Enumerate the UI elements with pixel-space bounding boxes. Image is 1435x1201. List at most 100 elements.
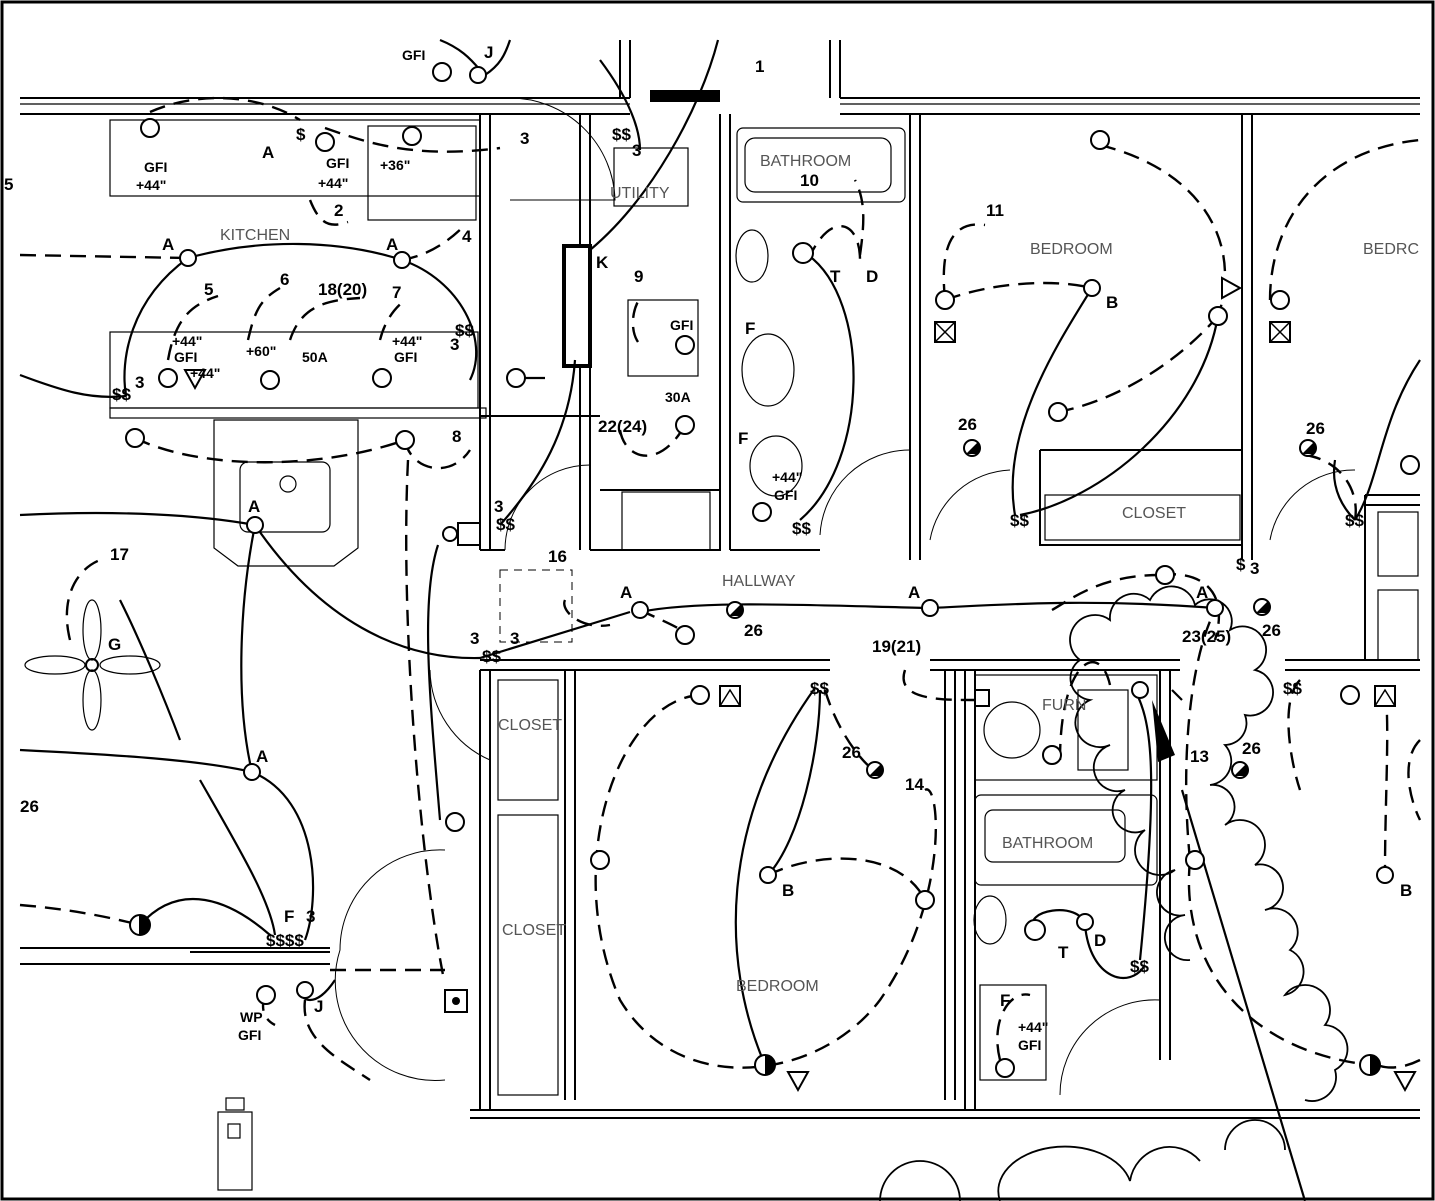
circuit-label: 3: [520, 129, 529, 148]
device-notes: GFI +44" GFI +44" +36" GFI +44" GFI +44"…: [4, 47, 1364, 1053]
fixture-tag: T: [1058, 943, 1069, 962]
switch-symbol: $: [1236, 555, 1246, 574]
amp-note: 30A: [665, 389, 691, 405]
circuit-label: 23(25): [1182, 627, 1231, 646]
room-label-closet-left-1: CLOSET: [498, 717, 562, 734]
circuit-label: 26: [744, 621, 763, 640]
fixture-tag: F: [738, 429, 748, 448]
circuit-labels: 1 2 3 3 4 5 6 18(20) 7 8 9 10 11 13 14 1…: [20, 57, 1325, 816]
fixture-tag: A: [1196, 583, 1208, 602]
circuit-label: 17: [110, 545, 129, 564]
room-labels: KITCHEN UTILITY BATHROOM BEDROOM BEDRC C…: [220, 153, 1419, 995]
circuit-label: 19(21): [872, 637, 921, 656]
height-note: +44": [772, 469, 802, 485]
fixture-tag: B: [1400, 881, 1412, 900]
fixture-type-labels: A A A A A A A A B B B D D F F F F G J J …: [108, 43, 1412, 1016]
gfi-note: GFI: [174, 349, 197, 365]
walls: [20, 40, 1420, 1191]
switch-note: 3: [450, 335, 459, 354]
fixture-tag: B: [782, 881, 794, 900]
switch-symbol: $: [296, 125, 306, 144]
switch-symbol: $$: [612, 125, 631, 144]
switch-symbol: $$: [792, 519, 811, 538]
fixture-tag: D: [866, 267, 878, 286]
switch-note: 3: [306, 907, 315, 926]
circuit-label: 13: [1190, 747, 1209, 766]
room-label-closet-left-2: CLOSET: [502, 922, 566, 939]
fixture-tag: D: [1094, 931, 1106, 950]
switch-note: 3: [494, 497, 503, 516]
height-note: +44": [172, 333, 202, 349]
switch-note: 3: [135, 373, 144, 392]
switch-symbol: $$: [1130, 957, 1149, 976]
room-label-hallway: HALLWAY: [722, 573, 796, 590]
switch-symbol: $$$$: [266, 931, 304, 950]
door-swings: [334, 97, 1356, 1096]
switch-symbol: $$: [455, 321, 474, 340]
circuit-label: 26: [958, 415, 977, 434]
fixtures: [24, 62, 1420, 1093]
circuit-label: 5: [204, 280, 213, 299]
gfi-note: GFI: [670, 317, 693, 333]
circuit-label: 26: [1306, 419, 1325, 438]
circuit-label: 1: [755, 57, 764, 76]
fixture-tag: T: [830, 267, 841, 286]
gfi-note: GFI: [774, 487, 797, 503]
switch-symbol: $$: [482, 647, 501, 666]
gfi-note: GFI: [326, 155, 349, 171]
height-note: +44": [392, 333, 422, 349]
room-label-bathroom-bottom: BATHROOM: [1002, 835, 1093, 852]
switch-note: 3: [470, 629, 479, 648]
switch-symbol: $$: [496, 515, 515, 534]
gfi-note: GFI: [394, 349, 417, 365]
height-note: +44": [190, 365, 220, 381]
switch-symbol: $$: [112, 385, 131, 404]
switch-symbol: $$: [1345, 511, 1364, 530]
fixture-tag: F: [284, 907, 294, 926]
circuit-label: 26: [20, 797, 39, 816]
fixture-tag: A: [908, 583, 920, 602]
circuit-label: 4: [462, 227, 472, 246]
fixture-tag: A: [620, 583, 632, 602]
room-label-closet-top: CLOSET: [1122, 505, 1186, 522]
circuit-label: 26: [1262, 621, 1281, 640]
fixture-tag: B: [1106, 293, 1118, 312]
amp-note: 50A: [302, 349, 328, 365]
circuit-label: 16: [548, 547, 567, 566]
gfi-note: GFI: [144, 159, 167, 175]
gfi-note: GFI: [1018, 1037, 1041, 1053]
circuit-label: 6: [280, 270, 289, 289]
circuit-label: 26: [842, 743, 861, 762]
height-note: +44": [1018, 1019, 1048, 1035]
fixture-tag: J: [314, 997, 323, 1016]
circuit-label: 2: [334, 201, 343, 220]
room-label-bedroom-bottom: BEDROOM: [736, 978, 819, 995]
height-note: +44": [136, 177, 166, 193]
height-note: +36": [380, 157, 410, 173]
gfi-note: GFI: [238, 1027, 261, 1043]
circuit-label: 7: [392, 283, 401, 302]
circuit-label: 14: [905, 775, 924, 794]
switch-symbol: $$: [1010, 511, 1029, 530]
room-label-bathroom-top: BATHROOM: [760, 153, 851, 170]
fixture-tag: F: [1000, 991, 1010, 1010]
fixture-tag: A: [256, 747, 268, 766]
switch-legs: [19, 38, 1421, 1201]
room-label-bedroom-top: BEDROOM: [1030, 241, 1113, 258]
fixture-tag: A: [162, 235, 174, 254]
fixture-tag: A: [262, 143, 274, 162]
switch-symbol: $$: [1283, 679, 1302, 698]
room-label-utility: UTILITY: [610, 185, 670, 202]
circuit-label: 10: [800, 171, 819, 190]
circuit-label: 11: [986, 201, 1004, 220]
fixture-tag: J: [484, 43, 493, 62]
fixture-tag: A: [386, 235, 398, 254]
fixture-tag: G: [108, 635, 121, 654]
height-note: +60": [246, 343, 276, 359]
circuit-label: 22(24): [598, 417, 647, 436]
circuit-label: 8: [452, 427, 461, 446]
circuit-label: 18(20): [318, 280, 367, 299]
switch-note: 3: [1250, 559, 1259, 578]
